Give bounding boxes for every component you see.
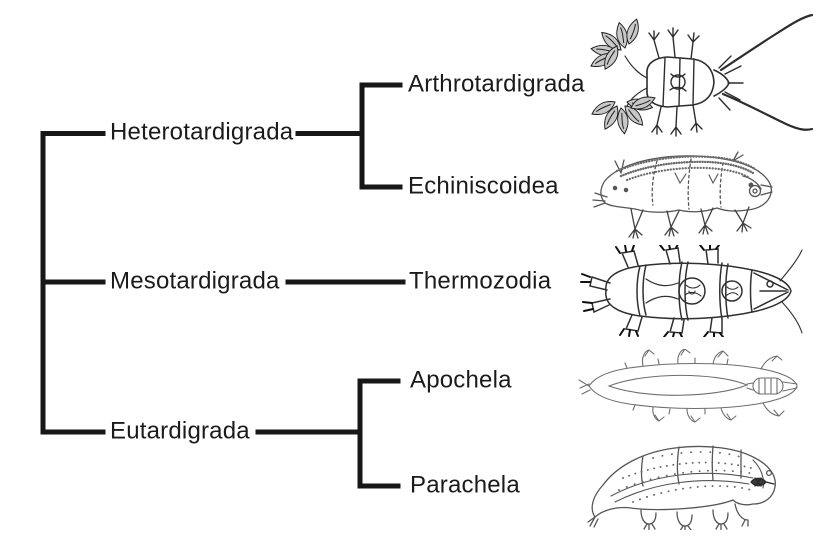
- order-label-echiniscoidea: Echiniscoidea: [408, 172, 559, 200]
- thermozodia-illustration: [580, 245, 803, 337]
- clade-label-eutardigrada: Eutardigrada: [110, 417, 250, 445]
- order-label-thermozodia: Thermozodia: [409, 267, 552, 295]
- clade-label-heterotardigrada: Heterotardigrada: [110, 118, 294, 146]
- order-label-arthrotardigrada: Arthrotardigrada: [408, 70, 585, 98]
- echiniscoidea-illustration: [592, 151, 773, 239]
- arthrotardigrada-illustration: [588, 13, 814, 137]
- apochela-illustration: [578, 349, 798, 423]
- parachela-illustration: [587, 445, 776, 530]
- order-label-parachela: Parachela: [410, 471, 520, 499]
- order-label-apochela: Apochela: [410, 366, 512, 394]
- clade-label-mesotardigrada: Mesotardigrada: [110, 267, 280, 295]
